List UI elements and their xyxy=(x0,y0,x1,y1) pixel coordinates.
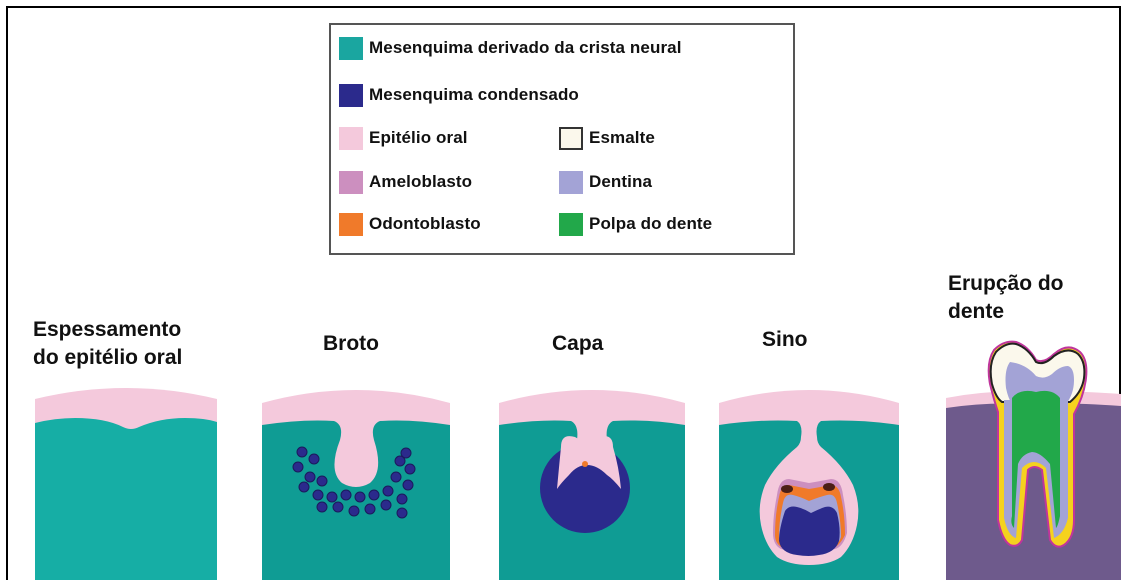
legend-label: Odontoblasto xyxy=(369,214,481,234)
stage-bell-illustration xyxy=(719,385,899,580)
legend-swatch xyxy=(559,171,583,194)
stage-title-line: Espessamento xyxy=(33,316,182,344)
stage-title-line: dente xyxy=(948,298,1064,326)
stage-title-bud: Broto xyxy=(323,330,379,358)
legend-label: Mesenquima condensado xyxy=(369,85,579,105)
legend-item-enamel: Esmalte xyxy=(559,125,655,151)
stage-title-eruption: Erupção do dente xyxy=(948,270,1064,326)
legend-swatch xyxy=(559,213,583,236)
stage-title-thickening: Espessamento do epitélio oral xyxy=(33,316,182,372)
stage-cap-illustration xyxy=(499,385,685,580)
legend-label: Polpa do dente xyxy=(589,214,712,234)
neural-crest-mesenchyme xyxy=(35,418,217,580)
dental-papilla xyxy=(779,507,840,557)
enamel-knot-left xyxy=(781,485,793,493)
stage-title-line: do epitélio oral xyxy=(33,344,182,372)
legend-swatch xyxy=(339,127,363,150)
stage-thickening-illustration xyxy=(35,385,217,580)
legend-item-ameloblast: Ameloblasto xyxy=(339,169,472,195)
legend-label: Mesenquima derivado da crista neural xyxy=(369,38,682,58)
legend-label: Dentina xyxy=(589,172,652,192)
legend-label: Epitélio oral xyxy=(369,128,468,148)
legend-box: Mesenquima derivado da crista neural Mes… xyxy=(329,23,795,255)
enamel-knot-right xyxy=(823,483,835,491)
legend-swatch xyxy=(339,171,363,194)
legend-label: Ameloblasto xyxy=(369,172,472,192)
stage-title-line: Erupção do xyxy=(948,270,1064,298)
enamel-knot xyxy=(582,461,588,467)
legend-swatch xyxy=(339,84,363,107)
legend-item-odontoblast: Odontoblasto xyxy=(339,211,481,237)
legend-swatch xyxy=(559,127,583,150)
stage-eruption-illustration xyxy=(946,340,1121,580)
stage-bud-illustration xyxy=(262,385,450,580)
legend-swatch xyxy=(339,213,363,236)
legend-item-condensed-mesenchyme: Mesenquima condensado xyxy=(339,82,579,108)
stage-title-cap: Capa xyxy=(552,330,603,358)
legend-item-neural-crest-mesenchyme: Mesenquima derivado da crista neural xyxy=(339,35,682,61)
stage-title-bell: Sino xyxy=(762,326,808,354)
legend-label: Esmalte xyxy=(589,128,655,148)
legend-item-oral-epithelium: Epitélio oral xyxy=(339,125,468,151)
legend-item-dental-pulp: Polpa do dente xyxy=(559,211,712,237)
legend-item-dentin: Dentina xyxy=(559,169,652,195)
legend-swatch xyxy=(339,37,363,60)
